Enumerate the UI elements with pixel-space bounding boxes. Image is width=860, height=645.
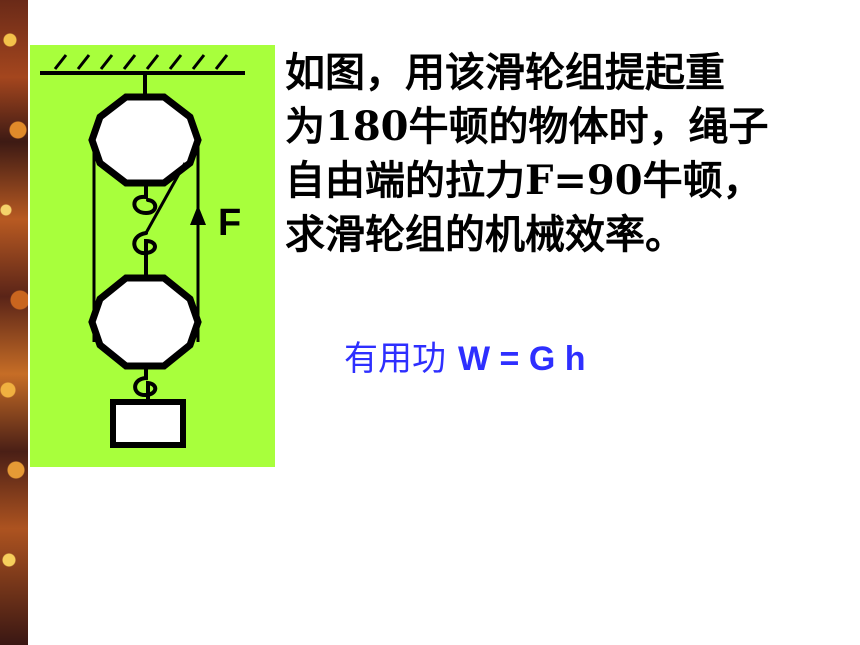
pulley-system-diagram: F bbox=[40, 54, 245, 448]
fixed-pulley-hook bbox=[132, 182, 158, 216]
rope-middle-strand bbox=[144, 162, 187, 234]
problem-line-2: 为180牛顿的物体时，绳子 bbox=[285, 103, 769, 150]
decorative-side-strip bbox=[0, 0, 28, 645]
useful-work-formula: 有用功 W = G h bbox=[344, 336, 586, 382]
force-label: F bbox=[218, 202, 241, 244]
problem-line-1: 如图，用该滑轮组提起重 bbox=[285, 49, 725, 96]
problem-line-4: 求滑轮组的机械效率。 bbox=[285, 211, 685, 258]
movable-pulley-upper-hook bbox=[132, 231, 157, 280]
formula-expression: W = G h bbox=[458, 340, 586, 378]
movable-pulley bbox=[88, 274, 202, 370]
load-box bbox=[110, 399, 186, 448]
problem-line-3: 自由端的拉力F=90牛顿， bbox=[285, 157, 763, 204]
ceiling-hatching bbox=[53, 54, 229, 70]
load-hook bbox=[133, 365, 158, 404]
problem-statement: 如图，用该滑轮组提起重 为180牛顿的物体时，绳子 自由端的拉力F=90牛顿， … bbox=[285, 46, 845, 262]
pulley-diagram-panel: F bbox=[30, 45, 275, 467]
formula-label: 有用功 bbox=[344, 339, 446, 379]
force-arrow-head bbox=[190, 205, 206, 225]
fixed-pulley bbox=[88, 93, 202, 187]
